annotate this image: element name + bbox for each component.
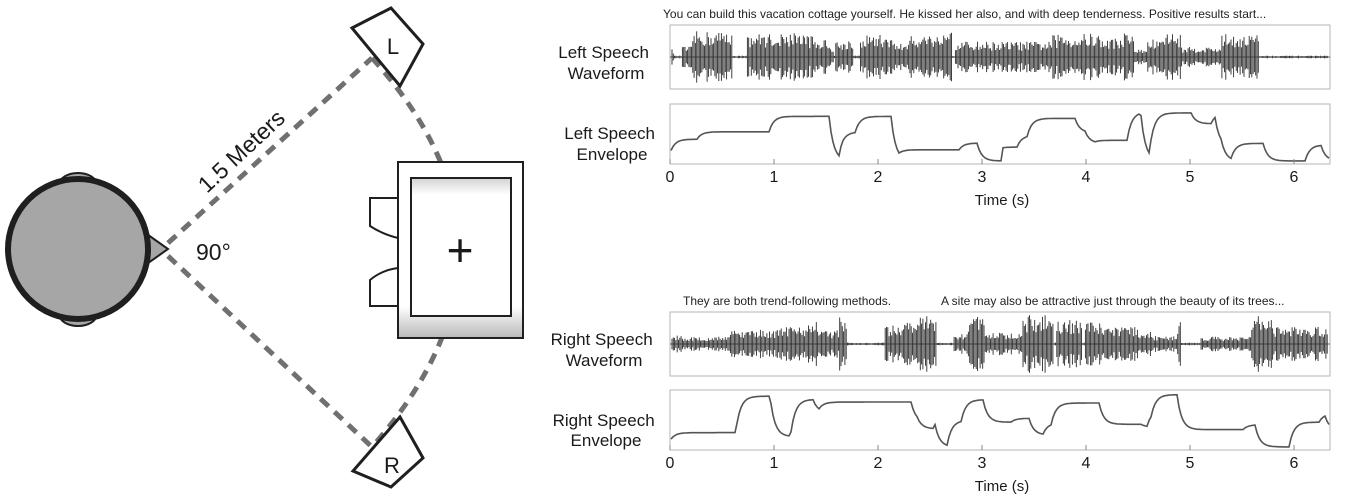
- distance-label: 1.5 Meters: [193, 105, 290, 198]
- left-caption: You can build this vacation cottage your…: [663, 7, 1266, 21]
- left-x-tick-label: 2: [874, 169, 883, 186]
- right-waveform-label-line2: Waveform: [566, 351, 643, 370]
- right-envelope-label: Right Speech Envelope: [553, 411, 660, 450]
- right-waveform-label: Right Speech Waveform: [551, 330, 658, 370]
- right-x-tick-label: 2: [874, 455, 883, 472]
- speaker-left-label: L: [387, 34, 399, 59]
- left-envelope-trace: [670, 112, 1330, 162]
- right-x-ticks: 0 1 2 3 4 5 6: [666, 445, 1299, 472]
- right-x-tick-label: 4: [1082, 455, 1091, 472]
- left-speaker-path: [166, 56, 374, 245]
- speaker-right-label: R: [384, 453, 400, 478]
- right-caption-b: A site may also be attractive just throu…: [941, 294, 1285, 308]
- right-x-tick-label: 3: [978, 455, 987, 472]
- right-x-tick-label: 1: [770, 455, 779, 472]
- left-envelope-label-line2: Envelope: [577, 145, 648, 164]
- angle-label: 90°: [196, 239, 231, 265]
- left-x-tick-label: 0: [666, 169, 675, 186]
- right-waveform-trace: [670, 315, 1330, 373]
- left-x-ticks: 0 1 2 3 4 5 6: [666, 159, 1299, 186]
- left-x-axis-title: Time (s): [975, 192, 1029, 209]
- right-caption-a: They are both trend-following methods.: [683, 294, 891, 308]
- left-envelope-label: Left Speech Envelope: [564, 124, 659, 164]
- left-envelope-box: [669, 103, 1331, 165]
- left-envelope-label-line1: Left Speech: [564, 124, 655, 143]
- speaker-right: R: [350, 414, 425, 489]
- speaker-left-icon: [349, 6, 425, 89]
- listener-head: [5, 172, 170, 327]
- monitor-stand-icon: [369, 197, 399, 307]
- right-x-axis-title: Time (s): [975, 478, 1029, 495]
- left-waveform-label: Left Speech Waveform: [558, 43, 653, 83]
- left-x-tick-label: 3: [978, 169, 987, 186]
- left-waveform-label-line1: Left Speech: [558, 43, 649, 62]
- right-envelope-trace: [670, 393, 1330, 448]
- left-waveform-label-line2: Waveform: [568, 64, 645, 83]
- right-speech-panel: They are both trend-following methods. A…: [551, 294, 1331, 495]
- left-x-tick-label: 1: [770, 169, 779, 186]
- right-waveform-label-line1: Right Speech: [551, 330, 653, 349]
- left-waveform-trace: [670, 31, 1330, 83]
- speaker-right-icon: [350, 414, 425, 489]
- left-x-tick-label: 6: [1290, 169, 1299, 186]
- monitor-screen-icon: [410, 177, 512, 317]
- right-speaker-path: [166, 254, 374, 449]
- right-x-tick-label: 6: [1290, 455, 1299, 472]
- right-x-tick-label: 5: [1186, 455, 1195, 472]
- fixation-cross: +: [447, 224, 474, 276]
- right-envelope-label-line1: Right Speech: [553, 411, 655, 430]
- setup-diagram: 1.5 Meters 90° L R: [5, 6, 524, 489]
- right-envelope-label-line2: Envelope: [571, 431, 642, 450]
- left-speech-panel: You can build this vacation cottage your…: [558, 7, 1331, 209]
- right-x-tick-label: 0: [666, 455, 675, 472]
- head-icon: [5, 176, 151, 322]
- right-envelope-box: [669, 389, 1331, 451]
- left-x-tick-label: 4: [1082, 169, 1091, 186]
- left-x-tick-label: 5: [1186, 169, 1195, 186]
- display-monitor: +: [369, 161, 524, 339]
- speaker-left: L: [349, 6, 425, 89]
